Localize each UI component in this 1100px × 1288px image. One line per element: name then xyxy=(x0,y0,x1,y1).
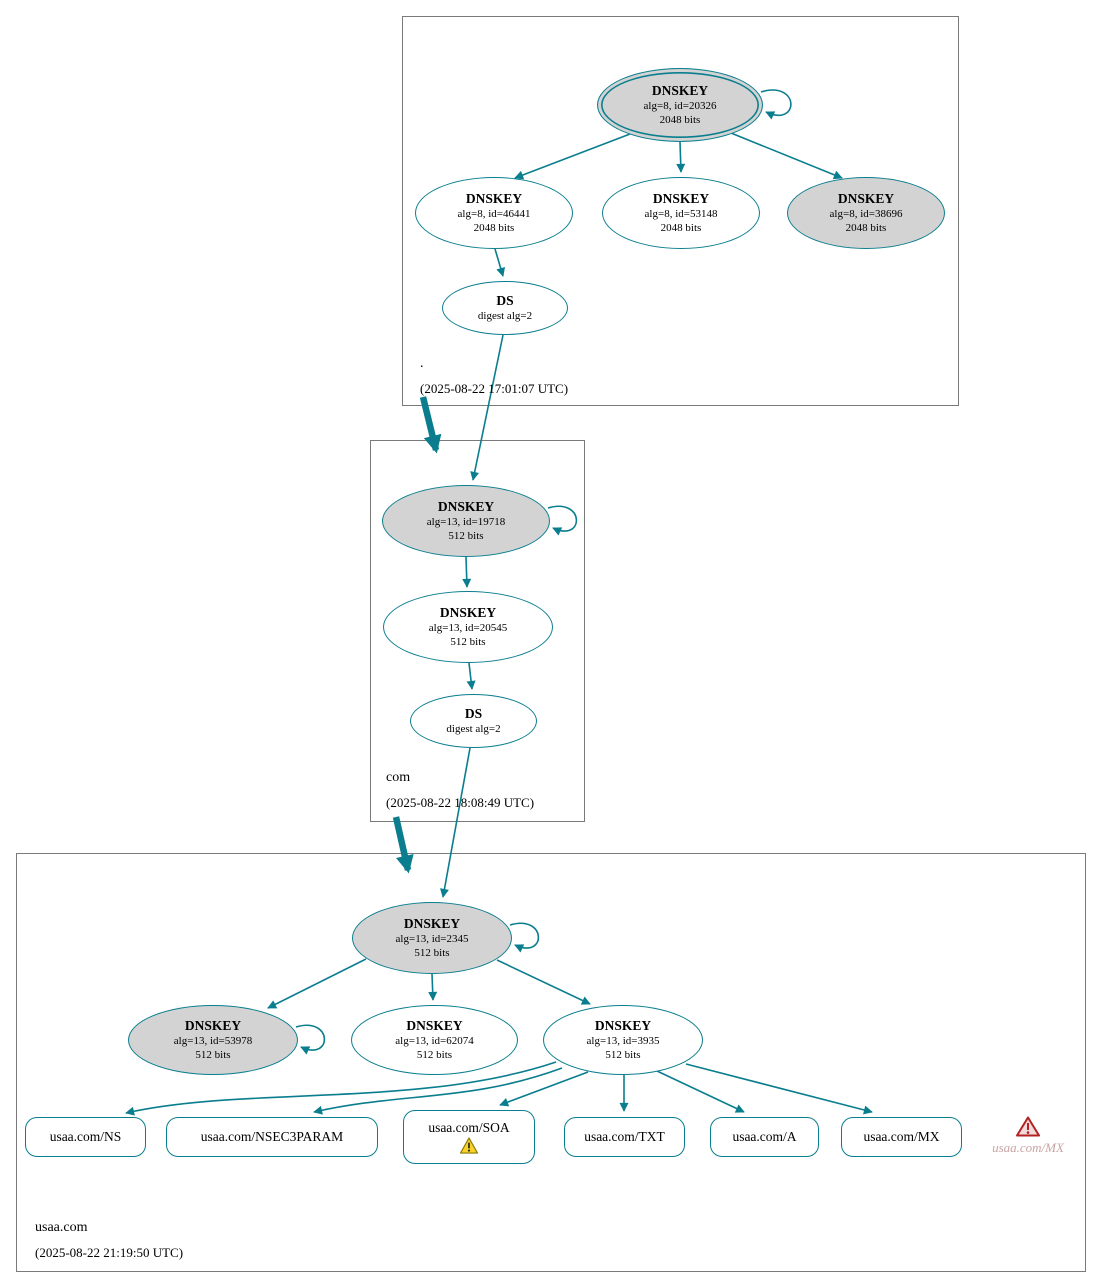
zone-label-root: . xyxy=(420,356,424,371)
edge-root-ksk-selfloop xyxy=(760,89,792,120)
rrset-usaa-ns[interactable]: usaa.com/NS xyxy=(25,1117,146,1157)
dnskey-title: DNSKEY xyxy=(652,190,710,206)
dnskey-bits: 2048 bits xyxy=(660,222,702,235)
edge-usaa-key3935-soa xyxy=(499,1071,589,1107)
rrset-usaa-mx[interactable]: usaa.com/MX xyxy=(841,1117,962,1157)
dnskey-title: DNSKEY xyxy=(594,1017,652,1033)
dnskey-detail: alg=8, id=46441 xyxy=(457,207,531,220)
dnskey-bits: 2048 bits xyxy=(473,222,515,235)
ds-detail: digest alg=2 xyxy=(446,722,501,735)
dnskey-title: DNSKEY xyxy=(184,1017,242,1033)
edge-usaa-ksk-selfloop xyxy=(509,922,540,953)
zone-label-usaa: usaa.com xyxy=(35,1220,88,1235)
rrset-usaa-a[interactable]: usaa.com/A xyxy=(710,1117,819,1157)
edge-root-ksk-zsk46441 xyxy=(514,133,631,180)
ds-title: DS xyxy=(464,705,483,721)
dnskey-title: DNSKEY xyxy=(439,604,497,620)
rrset-label: usaa.com/TXT xyxy=(584,1129,665,1144)
dnskey-title: DNSKEY xyxy=(403,915,461,931)
dnskey-node-usaa-3935[interactable]: DNSKEY alg=13, id=3935 512 bits xyxy=(543,1005,703,1075)
dnskey-node-usaa-53978[interactable]: DNSKEY alg=13, id=53978 512 bits xyxy=(128,1005,298,1075)
ds-node-com[interactable]: DS digest alg=2 xyxy=(410,694,537,748)
rrset-usaa-nsec3param[interactable]: usaa.com/NSEC3PARAM xyxy=(166,1117,378,1157)
edge-delegation-root-com xyxy=(419,396,442,454)
dnskey-detail: alg=13, id=20545 xyxy=(428,621,508,634)
dnskey-node-usaa-2345[interactable]: DNSKEY alg=13, id=2345 512 bits xyxy=(352,902,512,974)
dnskey-title: DNSKEY xyxy=(437,498,495,514)
dnskey-node-root-53148[interactable]: DNSKEY alg=8, id=53148 2048 bits xyxy=(602,177,760,249)
dnskey-detail: alg=13, id=19718 xyxy=(426,515,506,528)
dnskey-bits: 2048 bits xyxy=(659,114,701,127)
dnskey-bits: 512 bits xyxy=(450,636,486,649)
dnskey-detail: alg=13, id=62074 xyxy=(395,1034,474,1047)
error-icon xyxy=(1016,1116,1040,1137)
zone-timestamp-com: (2025-08-22 18:08:49 UTC) xyxy=(386,795,535,810)
edge-usaa-ksk-key62074 xyxy=(428,973,438,1001)
dnskey-bits: 2048 bits xyxy=(845,222,887,235)
dnskey-node-usaa-62074[interactable]: DNSKEY alg=13, id=62074 512 bits xyxy=(351,1005,518,1075)
edge-root-ds-com-ksk xyxy=(470,334,504,481)
dnskey-bits: 512 bits xyxy=(414,947,450,960)
dnskey-detail: alg=8, id=38696 xyxy=(829,207,903,220)
edge-com-ksk-selfloop xyxy=(547,505,578,536)
edge-usaa-ksk-key3935 xyxy=(496,959,591,1005)
dnskey-title: DNSKEY xyxy=(837,190,895,206)
rrset-usaa-soa[interactable]: usaa.com/SOA xyxy=(403,1110,535,1164)
rrset-label: usaa.com/A xyxy=(732,1129,797,1144)
dnskey-node-com-19718[interactable]: DNSKEY alg=13, id=19718 512 bits xyxy=(382,485,550,557)
edge-usaa-ksk-key53978 xyxy=(267,958,367,1009)
rrset-label: usaa.com/SOA xyxy=(428,1120,510,1135)
dnskey-detail: alg=13, id=53978 xyxy=(173,1034,253,1047)
dnskey-node-root-46441[interactable]: DNSKEY alg=8, id=46441 2048 bits xyxy=(415,177,573,249)
edge-usaa-key3935-mx xyxy=(685,1063,873,1115)
edge-usaa-key3935-nsec3param xyxy=(313,1067,563,1115)
rrset-usaa-txt[interactable]: usaa.com/TXT xyxy=(564,1117,685,1157)
warning-icon xyxy=(459,1137,479,1154)
edge-delegation-com-usaa xyxy=(392,816,414,874)
edge-usaa-key3935-a xyxy=(656,1070,745,1113)
rrset-label: usaa.com/NSEC3PARAM xyxy=(200,1129,344,1144)
edge-com-zsk-ds xyxy=(466,662,476,690)
dnskey-detail: alg=8, id=20326 xyxy=(643,99,717,112)
dnskey-bits: 512 bits xyxy=(448,530,484,543)
zone-timestamp-usaa: (2025-08-22 21:19:50 UTC) xyxy=(35,1245,184,1260)
edge-root-ksk-ksk38696 xyxy=(730,132,843,180)
dnskey-title: DNSKEY xyxy=(651,82,709,98)
dnskey-detail: alg=13, id=3935 xyxy=(586,1034,660,1047)
edge-root-ksk-zsk53148 xyxy=(676,141,686,173)
edge-usaa-key3935-ns xyxy=(125,1061,557,1116)
rrset-label: usaa.com/NS xyxy=(49,1129,122,1144)
edge-root-zsk-ds xyxy=(494,248,506,277)
ds-node-root[interactable]: DS digest alg=2 xyxy=(442,281,568,335)
dnskey-node-root-38696[interactable]: DNSKEY alg=8, id=38696 2048 bits xyxy=(787,177,945,249)
dnskey-title: DNSKEY xyxy=(465,190,523,206)
zone-timestamp-root: (2025-08-22 17:01:07 UTC) xyxy=(420,381,569,396)
edge-com-ksk-zsk xyxy=(462,556,472,588)
edge-com-ds-usaa-ksk xyxy=(440,747,471,898)
dnskey-bits: 512 bits xyxy=(195,1049,231,1062)
dnskey-bits: 512 bits xyxy=(416,1049,453,1062)
missing-rrset-label: usaa.com/MX xyxy=(992,1140,1064,1155)
edge-usaa-key53978-selfloop xyxy=(295,1024,326,1055)
ds-detail: digest alg=2 xyxy=(477,309,533,322)
dnskey-detail: alg=13, id=2345 xyxy=(395,932,469,945)
dnskey-node-root-20326[interactable]: DNSKEY alg=8, id=20326 2048 bits xyxy=(597,68,763,142)
zone-label-com: com xyxy=(386,770,411,785)
dnskey-title: DNSKEY xyxy=(406,1017,463,1033)
dnskey-bits: 512 bits xyxy=(605,1049,641,1062)
dnskey-detail: alg=8, id=53148 xyxy=(644,207,718,220)
ds-title: DS xyxy=(496,292,514,308)
dnskey-node-com-20545[interactable]: DNSKEY alg=13, id=20545 512 bits xyxy=(383,591,553,663)
rrset-label: usaa.com/MX xyxy=(863,1129,940,1144)
